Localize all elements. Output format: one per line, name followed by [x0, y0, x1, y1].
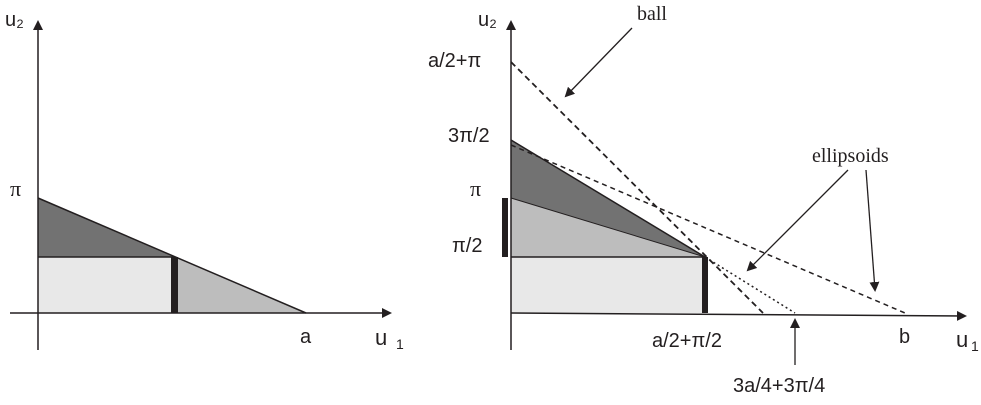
tick-b: b — [899, 326, 910, 348]
right-edge-middle — [510, 197, 706, 258]
left-tick-pi: π — [10, 176, 21, 201]
ellipsoids-arrow-1 — [746, 169, 849, 272]
tick-a2-plus-pi: a/2+π — [428, 50, 481, 72]
right-y-axis-label: u₂ — [478, 9, 497, 31]
tick-pi-2: π/2 — [452, 235, 482, 257]
label-ball: ball — [637, 3, 667, 25]
right-thick-bar-axis — [502, 198, 508, 257]
label-ellipsoids: ellipsoids — [812, 145, 889, 167]
left-y-axis-label: u₂ — [5, 9, 24, 31]
left-light-rectangle — [38, 257, 175, 313]
ellipsoid-dotted-line-2 — [704, 256, 796, 314]
tick-3a4-plus-3pi4: 3a/4+3π/4 — [733, 375, 825, 397]
ellipsoids-arrow-2 — [865, 169, 880, 292]
tick-3pi-2: 3π/2 — [448, 125, 490, 147]
right-x-axis — [510, 310, 967, 321]
left-tick-a: a — [300, 326, 312, 348]
right-x-axis-label: u — [956, 327, 968, 352]
tick-a2-plus-pi2: a/2+π/2 — [652, 330, 722, 352]
left-panel: u₂ π a u 1 — [5, 9, 404, 352]
left-thick-bar — [171, 257, 178, 313]
right-light-rectangle — [511, 257, 705, 313]
left-x-axis-label: u — [375, 325, 387, 350]
right-x-axis-subscript: 1 — [971, 338, 979, 354]
left-x-axis-subscript: 1 — [396, 336, 404, 352]
left-hypotenuse — [37, 197, 307, 314]
right-thick-bar-vertical — [702, 257, 708, 313]
right-edge-top — [510, 139, 706, 258]
right-tick-pi: π — [470, 176, 481, 201]
right-panel: u₂ a/2+π 3π/2 π π/2 a/2+π/2 b 3a/4+3π/4 … — [428, 3, 979, 397]
ball-arrow — [564, 27, 633, 98]
